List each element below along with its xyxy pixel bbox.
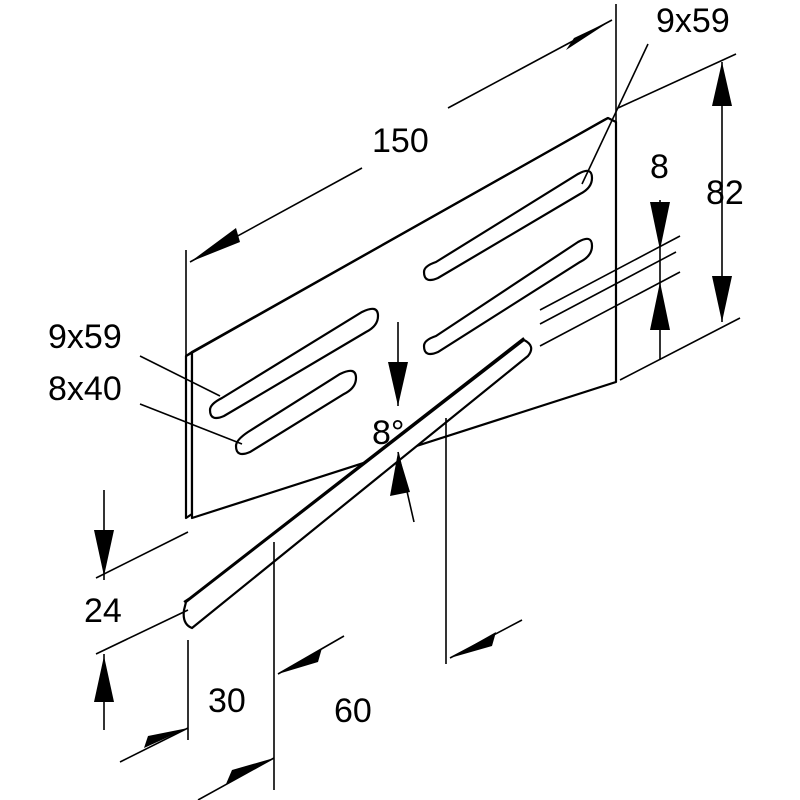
slot-upper-right xyxy=(422,169,594,282)
tab-offset-short-label: 30 xyxy=(208,682,246,720)
slot-upper-left-label: 9x59 xyxy=(48,318,122,356)
gap-label: 8 xyxy=(650,148,669,186)
height-label: 82 xyxy=(706,174,744,212)
length-label: 150 xyxy=(372,122,429,160)
slot-lower-left xyxy=(234,369,358,456)
tab-height-label: 24 xyxy=(84,592,122,630)
dimension-arrows xyxy=(94,20,732,784)
slot-upper-right-label: 9x59 xyxy=(656,2,730,40)
slot-middle-right xyxy=(422,237,594,356)
tab-offset-long-label: 60 xyxy=(334,692,372,730)
angle-label: 8° xyxy=(372,414,405,452)
slot-tongue xyxy=(539,251,677,325)
tapered-tongue xyxy=(182,337,533,630)
slot-upper-left xyxy=(208,307,380,420)
slot-lower-left-label: 8x40 xyxy=(48,370,122,408)
